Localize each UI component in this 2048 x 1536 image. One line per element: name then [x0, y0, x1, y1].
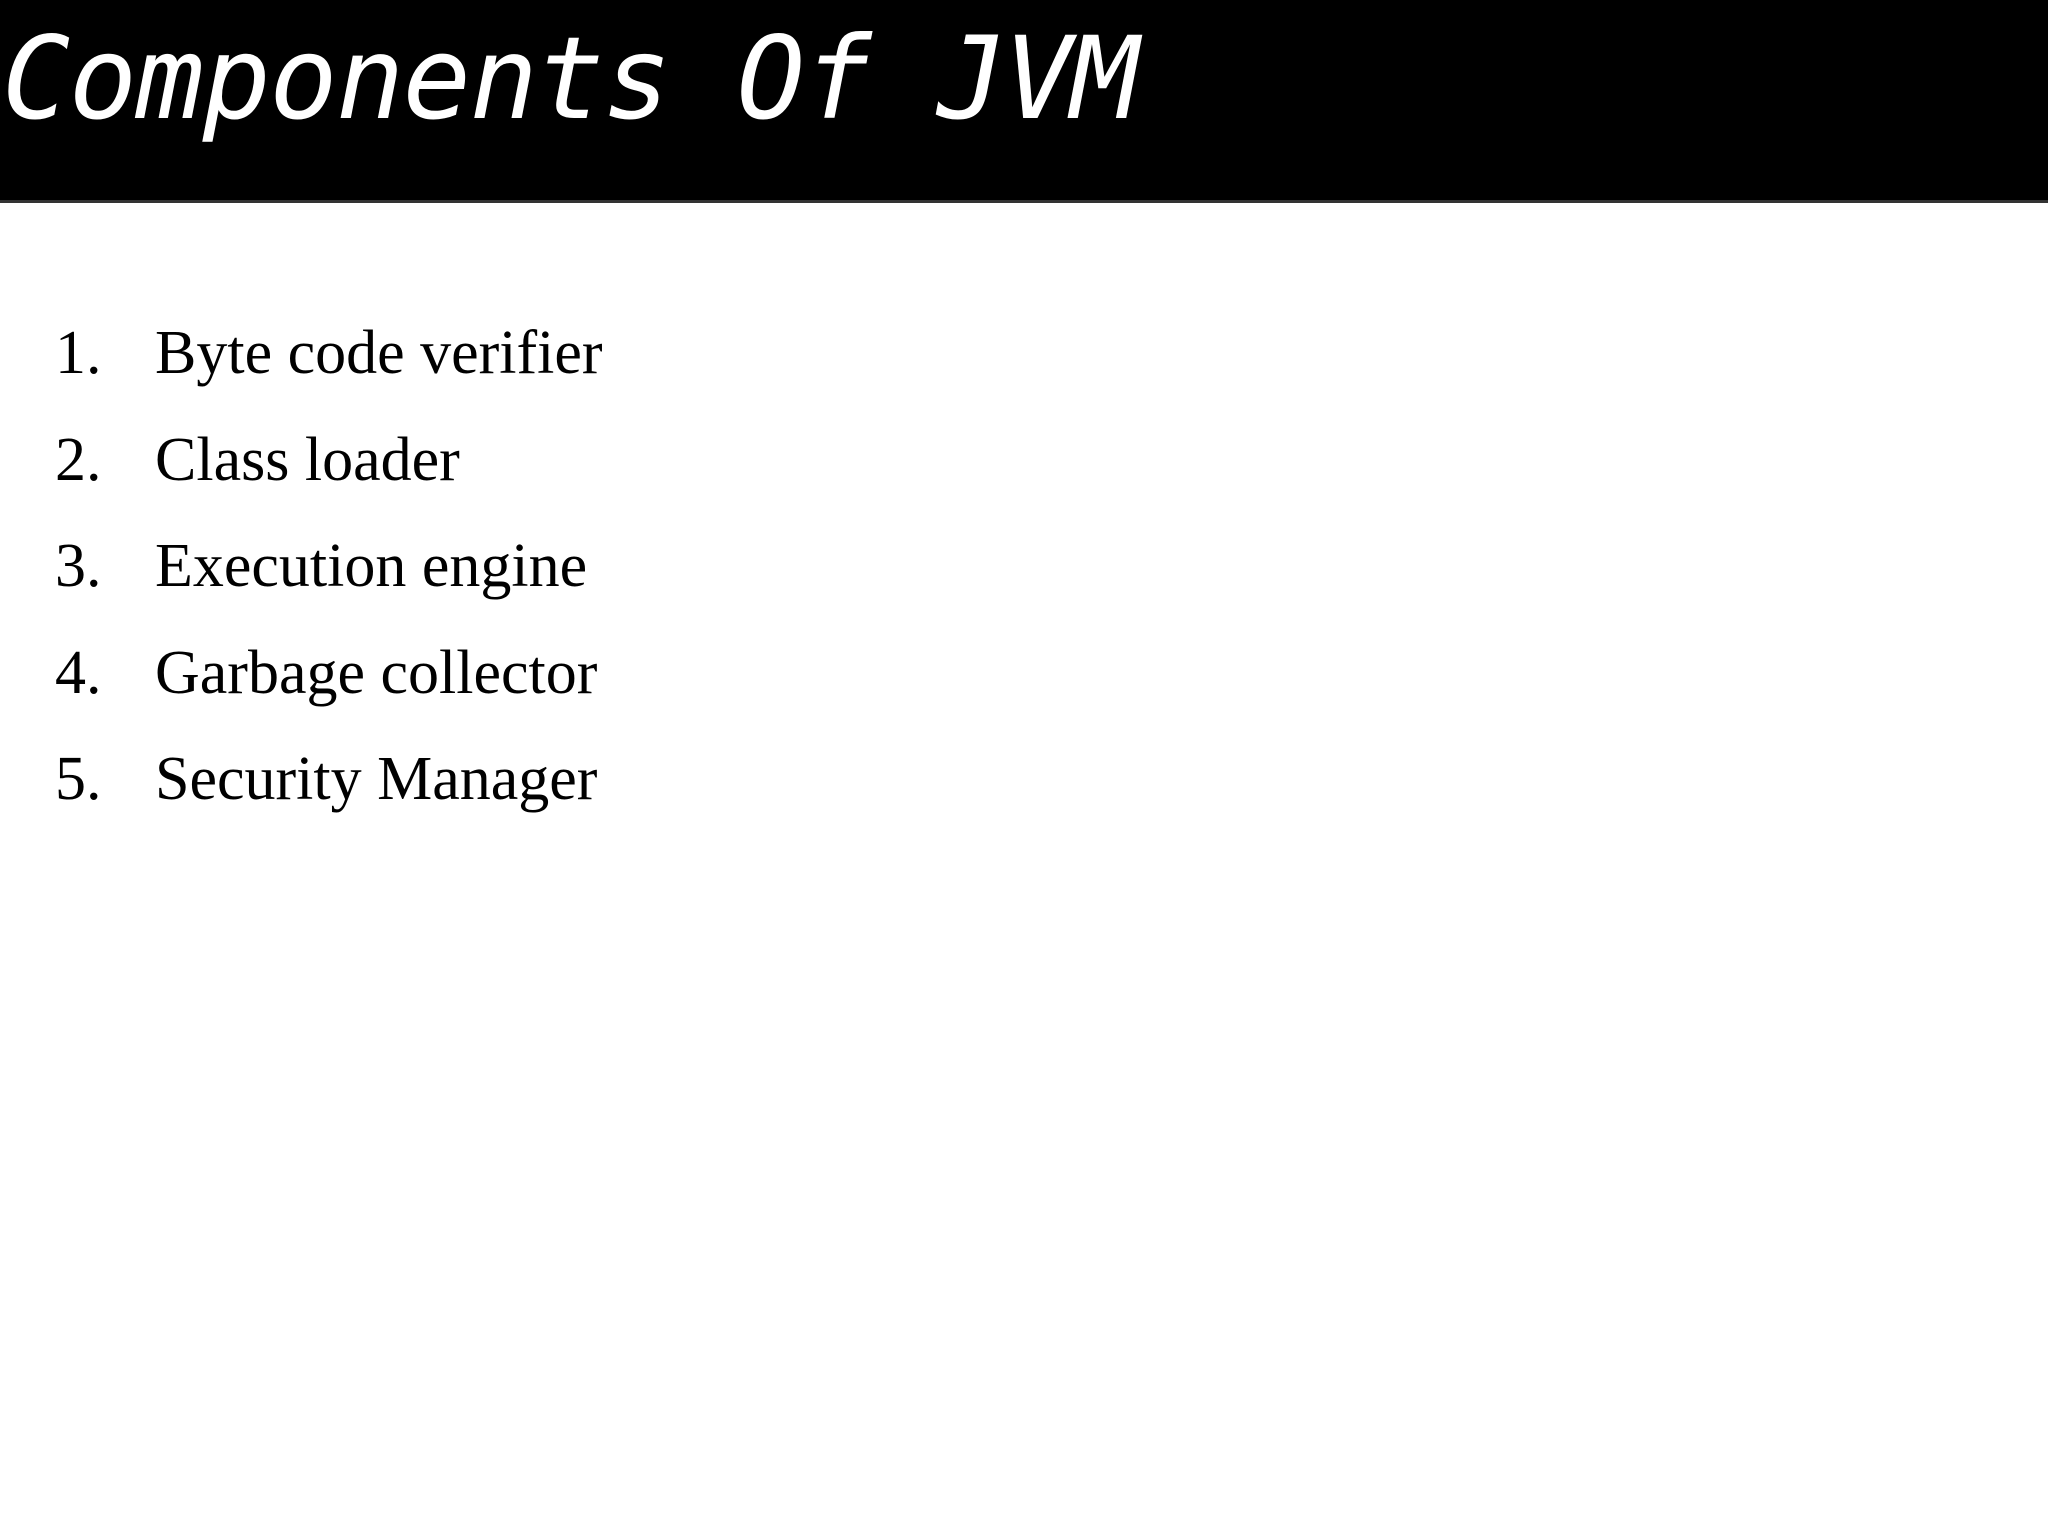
page-title: Components Of JVM: [2, 12, 1139, 145]
list-item-marker: 1.: [55, 319, 102, 387]
list-item-label: Byte code verifier: [155, 319, 603, 387]
list-item-label: Execution engine: [155, 532, 588, 600]
list-item-label: Class loader: [155, 425, 460, 494]
list-item-marker: 3.: [55, 532, 102, 600]
list-item-marker: 4.: [55, 638, 102, 707]
list-item-label: Security Manager: [155, 745, 598, 813]
slide-title-bar: Components Of JVM: [0, 0, 2048, 203]
list-item-label: Garbage collector: [155, 638, 598, 707]
slide-body: 1. Byte code verifier 2. Class loader 3.…: [0, 203, 2048, 1536]
list-item-marker: 5.: [55, 745, 102, 813]
list-item-marker: 2.: [55, 425, 102, 494]
